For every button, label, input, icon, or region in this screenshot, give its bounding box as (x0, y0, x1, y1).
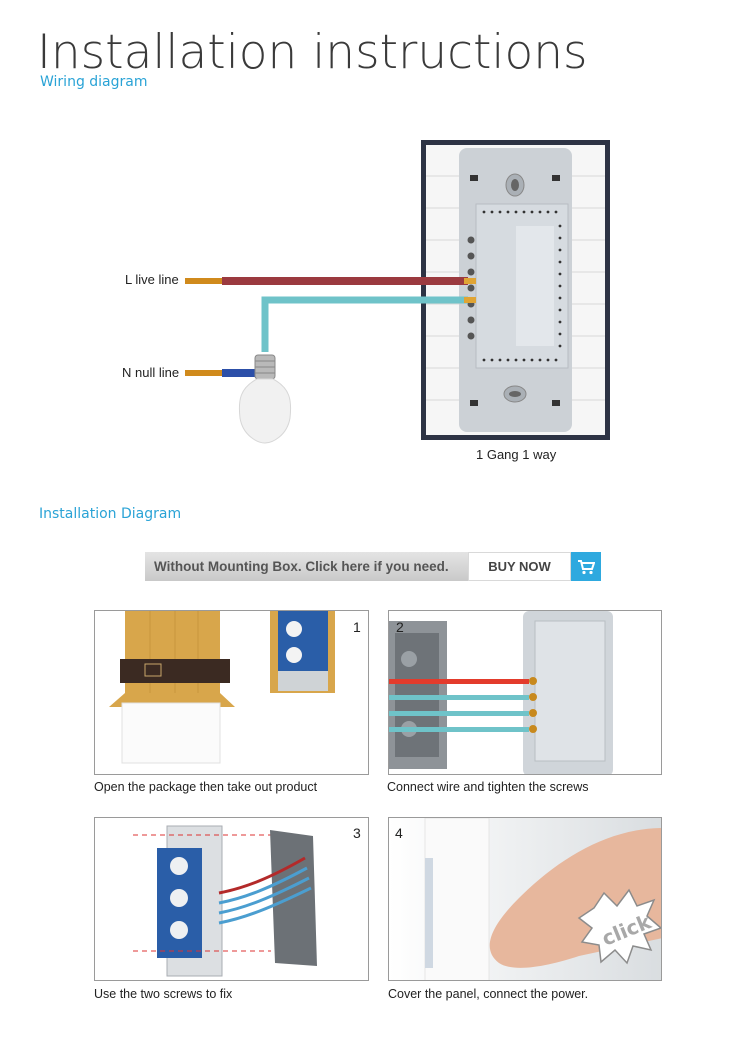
switch-caption: 1 Gang 1 way (476, 447, 557, 462)
page-title: Installation instructions (37, 25, 588, 80)
null-wire-tip (185, 370, 225, 376)
step-3-image (94, 817, 369, 981)
buy-now-button[interactable]: BUY NOW (468, 552, 571, 581)
step-2-number: 2 (396, 619, 404, 635)
step-1-number: 1 (353, 619, 361, 635)
step-3-number: 3 (353, 825, 361, 841)
mounting-box-banner[interactable]: Without Mounting Box. Click here if you … (145, 552, 601, 581)
banner-text[interactable]: Without Mounting Box. Click here if you … (145, 552, 468, 581)
click-burst (577, 888, 661, 965)
light-bulb-icon (238, 354, 292, 444)
null-wire (222, 369, 256, 377)
installation-diagram-heading: Installation Diagram (39, 506, 182, 522)
wiring-diagram-heading: Wiring diagram (40, 74, 148, 90)
step-1-image (94, 610, 369, 775)
wiring-diagram (185, 140, 610, 444)
load-wire (261, 296, 468, 352)
cart-icon (578, 559, 595, 574)
step-2-caption: Connect wire and tighten the screws (387, 780, 589, 794)
step-2-image (388, 610, 662, 775)
step-1-caption: Open the package then take out product (94, 780, 318, 794)
live-line-label: L live line (125, 272, 179, 287)
step-4-caption: Cover the panel, connect the power. (388, 987, 589, 1001)
null-line-label: N null line (122, 365, 180, 380)
step-3-caption: Use the two screws to fix (94, 987, 233, 1001)
step-4-number: 4 (395, 825, 403, 841)
step-4-image: click (388, 817, 662, 981)
live-wire (222, 277, 468, 285)
cart-button[interactable] (571, 552, 601, 581)
live-wire-tip (185, 278, 225, 284)
